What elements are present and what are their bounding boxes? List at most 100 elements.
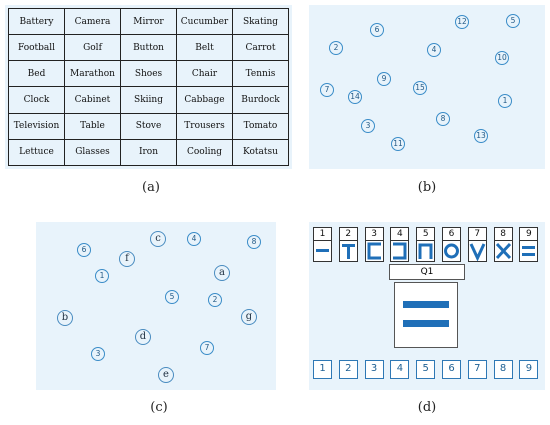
trail-node[interactable]: 2 bbox=[208, 293, 222, 307]
answer-button-9[interactable]: 9 bbox=[519, 360, 539, 379]
answer-button-5[interactable]: 5 bbox=[416, 360, 436, 379]
trail-node[interactable]: 1 bbox=[95, 269, 109, 283]
answer-button-1[interactable]: 1 bbox=[313, 360, 332, 379]
trail-node[interactable]: a bbox=[214, 265, 230, 281]
word-cell: Table bbox=[64, 112, 121, 140]
key-number: 5 bbox=[417, 228, 435, 241]
trail-node[interactable]: 8 bbox=[247, 235, 261, 249]
symbol-key-8: 8 bbox=[493, 227, 513, 262]
trail-node[interactable]: 3 bbox=[91, 347, 105, 361]
word-cell: Marathon bbox=[64, 60, 121, 88]
trail-node[interactable]: 7 bbox=[200, 341, 214, 355]
key-number: 9 bbox=[520, 228, 538, 241]
key-number: 3 bbox=[365, 228, 383, 241]
equals-icon bbox=[520, 241, 537, 261]
symbol-key-4: 4 bbox=[390, 227, 410, 262]
trail-node[interactable]: 8 bbox=[436, 112, 450, 126]
symbol-key-9: 9 bbox=[519, 227, 539, 262]
word-cell: Stove bbox=[120, 112, 177, 140]
word-cell: Golf bbox=[64, 34, 121, 62]
word-cell: Kotatsu bbox=[232, 138, 289, 167]
key-number: 8 bbox=[494, 228, 512, 241]
symbol-key-1: 1 bbox=[313, 227, 332, 262]
trail-node[interactable]: 11 bbox=[391, 137, 405, 151]
word-cell: Cabbage bbox=[176, 86, 233, 114]
trail-making-mixed-panel: 1 2 3 4 5 6 7 8 a b c d e f g bbox=[36, 222, 276, 390]
trail-node[interactable]: 3 bbox=[361, 119, 375, 133]
word-cell: Battery bbox=[8, 7, 65, 36]
word-cell: Glasses bbox=[64, 138, 121, 167]
word-cell: Skating bbox=[232, 7, 289, 36]
trail-node[interactable]: 12 bbox=[455, 15, 469, 29]
trail-node[interactable]: 1 bbox=[498, 94, 512, 108]
word-cell: Burdock bbox=[232, 86, 289, 114]
answer-button-8[interactable]: 8 bbox=[493, 360, 513, 379]
trail-node[interactable]: 5 bbox=[506, 14, 520, 28]
word-cell: Tomato bbox=[232, 112, 289, 140]
x-shape-icon bbox=[495, 241, 512, 261]
word-cell: Skiing bbox=[120, 86, 177, 114]
pi-shape-icon bbox=[417, 241, 434, 261]
answer-button-2[interactable]: 2 bbox=[338, 360, 358, 379]
trail-node[interactable]: 6 bbox=[77, 243, 91, 257]
word-cell: Television bbox=[8, 112, 65, 140]
trail-node[interactable]: 9 bbox=[377, 72, 391, 86]
word-cell: Trousers bbox=[176, 112, 233, 140]
trail-node[interactable]: e bbox=[158, 367, 174, 383]
bracket-left-icon bbox=[366, 241, 383, 261]
caption-d: (d) bbox=[417, 400, 437, 415]
caption-a: (a) bbox=[142, 180, 160, 195]
trail-node[interactable]: 4 bbox=[187, 232, 201, 246]
word-cell: Camera bbox=[64, 7, 121, 36]
word-cell: Shoes bbox=[120, 60, 177, 88]
word-cell: Lettuce bbox=[8, 138, 65, 167]
key-number: 1 bbox=[314, 228, 331, 241]
word-cell: Iron bbox=[120, 138, 177, 167]
symbol-key-5: 5 bbox=[416, 227, 436, 262]
trail-node[interactable]: 15 bbox=[413, 81, 427, 95]
trail-node[interactable]: 6 bbox=[370, 23, 384, 37]
target-equals-bar-top bbox=[403, 301, 449, 308]
word-cell: Chair bbox=[176, 60, 233, 88]
answer-button-4[interactable]: 4 bbox=[390, 360, 410, 379]
word-cell: Mirror bbox=[120, 7, 177, 36]
trail-node[interactable]: 7 bbox=[320, 83, 334, 97]
trail-node[interactable]: 4 bbox=[427, 43, 441, 57]
word-cell: Bed bbox=[8, 60, 65, 88]
trail-node[interactable]: 13 bbox=[474, 129, 488, 143]
answer-button-6[interactable]: 6 bbox=[442, 360, 461, 379]
dash-icon bbox=[314, 241, 331, 261]
symbol-key-6: 6 bbox=[442, 227, 461, 262]
caption-b: (b) bbox=[417, 180, 437, 195]
word-cell: Cucumber bbox=[176, 7, 233, 36]
word-cell: Belt bbox=[176, 34, 233, 62]
word-cell: Tennis bbox=[232, 60, 289, 88]
word-cell: Button bbox=[120, 34, 177, 62]
answer-button-3[interactable]: 3 bbox=[364, 360, 384, 379]
trail-node[interactable]: 5 bbox=[165, 290, 179, 304]
trail-node[interactable]: b bbox=[57, 310, 73, 326]
word-cell: Clock bbox=[8, 86, 65, 114]
symbol-key-7: 7 bbox=[467, 227, 487, 262]
trail-node[interactable]: 10 bbox=[495, 51, 509, 65]
trail-node[interactable]: f bbox=[119, 251, 135, 267]
word-cell: Cabinet bbox=[64, 86, 121, 114]
symbol-key-2: 2 bbox=[338, 227, 358, 262]
trail-node[interactable]: g bbox=[241, 309, 257, 325]
trail-node[interactable]: c bbox=[150, 231, 166, 247]
answer-button-7[interactable]: 7 bbox=[467, 360, 487, 379]
trail-node[interactable]: 14 bbox=[348, 90, 362, 104]
trail-node[interactable]: d bbox=[135, 329, 151, 345]
trail-node[interactable]: 2 bbox=[329, 41, 343, 55]
target-equals-bar-bottom bbox=[403, 320, 449, 327]
circle-icon bbox=[443, 241, 460, 261]
